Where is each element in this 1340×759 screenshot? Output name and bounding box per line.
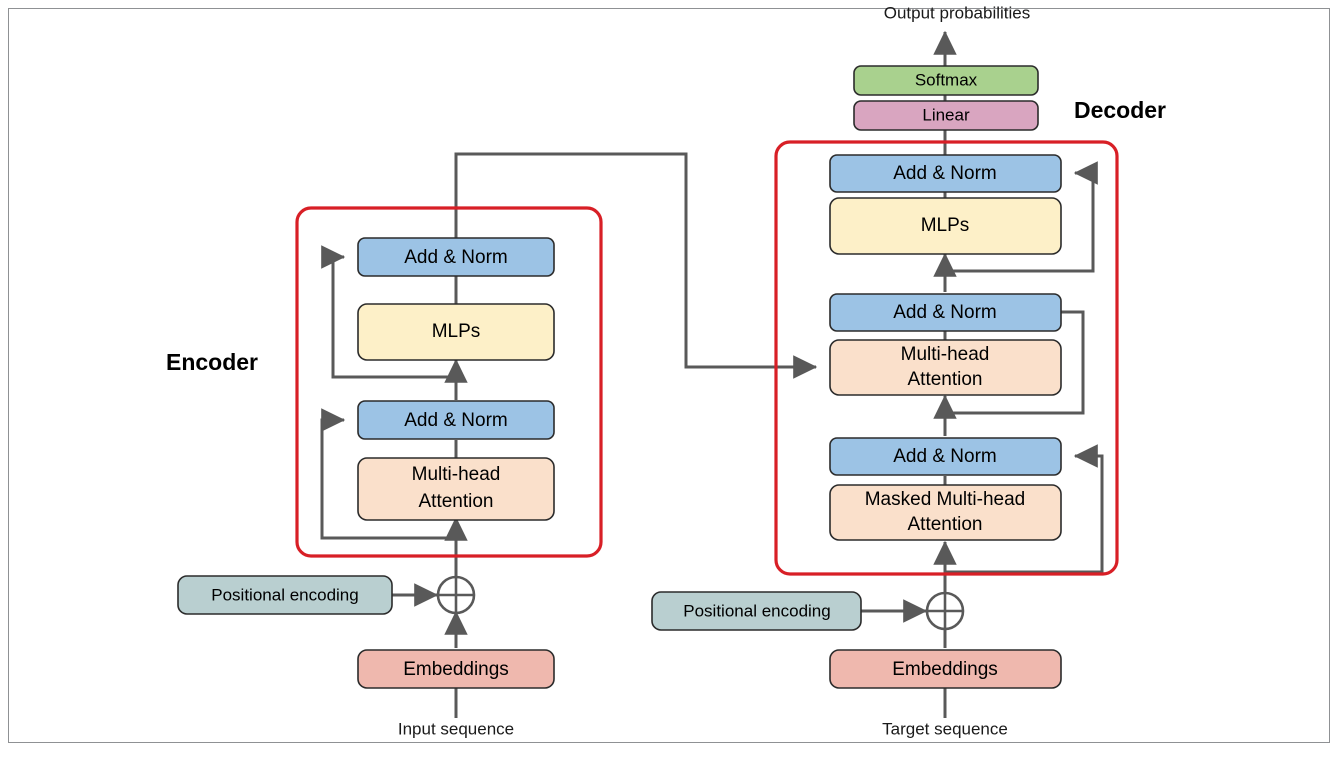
decoder-masked-attention-rect[interactable]: [829, 484, 1062, 541]
edge-encoder-residual-2: [321, 245, 456, 379]
encoder-attention-label-line2: Attention: [419, 491, 494, 512]
encoder-add-norm-2-label: Add & Norm: [404, 247, 507, 268]
encoder-embeddings-label: Embeddings: [403, 659, 509, 680]
decoder-positional-encoding-label: Positional encoding: [683, 601, 830, 620]
decoder-block-mlps[interactable]: MLPs: [829, 197, 1062, 255]
encoder-add-norm-2-rect[interactable]: [357, 237, 555, 277]
decoder-add-norm-1-label: Add & Norm: [893, 446, 996, 467]
edge-encoder-residual-1: [320, 408, 456, 540]
decoder-add-norm-2-rect[interactable]: [829, 293, 1062, 332]
decoder-block-cross-attention[interactable]: Multi-head Attention: [829, 339, 1062, 396]
decoder-block-add-norm-3[interactable]: Add & Norm: [829, 154, 1062, 193]
encoder-group-label: Encoder: [166, 349, 258, 375]
decoder-embeddings[interactable]: Embeddings: [829, 649, 1062, 689]
edge-decoder-residual-3: [945, 161, 1098, 273]
encoder-mlps-label: MLPs: [432, 321, 481, 342]
encoder-flow-lines: [320, 152, 818, 718]
encoder-group-outline: [295, 206, 603, 558]
decoder-group-outline: [774, 140, 1119, 576]
encoder-block-add-norm-1[interactable]: Add & Norm: [357, 400, 555, 440]
encoder-embeddings[interactable]: Embeddings: [357, 649, 555, 689]
decoder-block-add-norm-1[interactable]: Add & Norm: [829, 437, 1062, 476]
decoder-add-norm-2-label: Add & Norm: [893, 302, 996, 323]
edge-decoder-residual-1: [945, 444, 1104, 574]
decoder-flow-lines: [861, 30, 1104, 718]
linear-label: Linear: [922, 105, 970, 124]
decoder-mlps-label: MLPs: [921, 215, 970, 236]
decoder-add-norm-1-rect[interactable]: [829, 437, 1062, 476]
decoder-softmax[interactable]: Softmax: [853, 65, 1039, 96]
softmax-rect[interactable]: [853, 65, 1039, 96]
output-probabilities-label: Output probabilities: [884, 3, 1030, 22]
encoder-embeddings-rect[interactable]: [357, 649, 555, 689]
target-sequence-label: Target sequence: [882, 719, 1008, 738]
decoder-add-norm-3-label: Add & Norm: [893, 163, 996, 184]
decoder-masked-attention-label-line1: Masked Multi-head: [865, 489, 1026, 510]
encoder-block-attention[interactable]: Multi-head Attention: [357, 457, 555, 521]
linear-rect[interactable]: [853, 100, 1039, 131]
decoder-cross-attention-label-line1: Multi-head: [901, 344, 990, 365]
decoder-add-norm-3-rect[interactable]: [829, 154, 1062, 193]
decoder-block-add-norm-2[interactable]: Add & Norm: [829, 293, 1062, 332]
encoder-block-mlps[interactable]: MLPs: [357, 303, 555, 361]
decoder-linear[interactable]: Linear: [853, 100, 1039, 131]
edge-decoder-residual-2: [945, 310, 1085, 415]
decoder-positional-encoding[interactable]: Positional encoding: [651, 591, 862, 631]
encoder-attention-rect[interactable]: [357, 457, 555, 521]
encoder-attention-label-line1: Multi-head: [412, 464, 501, 485]
decoder-block-masked-attention[interactable]: Masked Multi-head Attention: [829, 484, 1062, 541]
encoder-add-norm-1-label: Add & Norm: [404, 410, 507, 431]
decoder-sum-node: [925, 591, 965, 631]
decoder-cross-attention-rect[interactable]: [829, 339, 1062, 396]
encoder-block-add-norm-2[interactable]: Add & Norm: [357, 237, 555, 277]
encoder-positional-encoding-rect[interactable]: [177, 575, 393, 615]
decoder-group-label: Decoder: [1074, 97, 1166, 123]
decoder-embeddings-rect[interactable]: [829, 649, 1062, 689]
edge-encoder-output-to-cross-attention: [454, 152, 818, 379]
encoder-mlps-rect[interactable]: [357, 303, 555, 361]
decoder-cross-attention-label-line2: Attention: [908, 369, 983, 390]
input-sequence-label: Input sequence: [398, 719, 514, 738]
decoder-positional-encoding-rect[interactable]: [651, 591, 862, 631]
decoder-mlps-rect[interactable]: [829, 197, 1062, 255]
decoder-embeddings-label: Embeddings: [892, 659, 998, 680]
encoder-positional-encoding[interactable]: Positional encoding: [177, 575, 393, 615]
softmax-label: Softmax: [915, 70, 978, 89]
encoder-add-norm-1-rect[interactable]: [357, 400, 555, 440]
encoder-positional-encoding-label: Positional encoding: [211, 585, 358, 604]
decoder-masked-attention-label-line2: Attention: [908, 514, 983, 535]
encoder-sum-node: [436, 575, 476, 615]
